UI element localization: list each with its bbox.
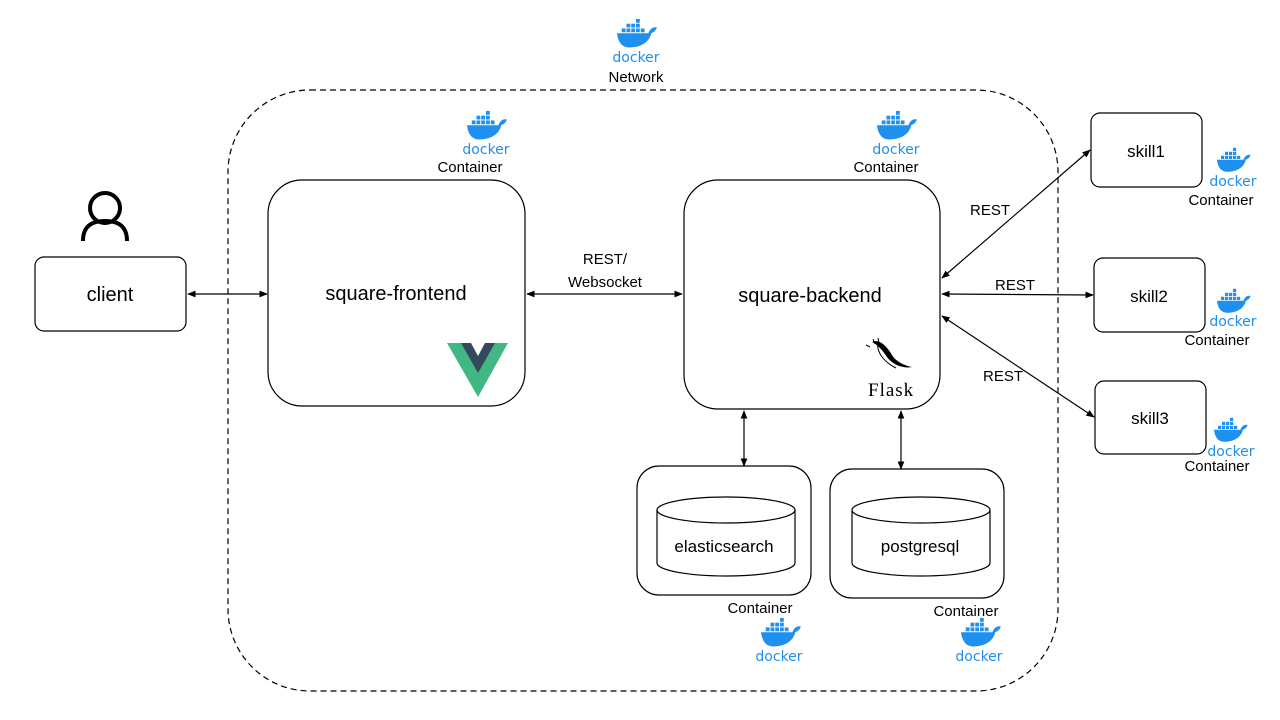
backend-docker-text: docker	[872, 142, 919, 158]
skill2-docker-icon	[1217, 288, 1251, 313]
square-backend-label: square-backend	[738, 285, 881, 307]
skill2-docker-text: docker	[1209, 314, 1256, 330]
skill3-docker-text: docker	[1207, 444, 1254, 460]
skill1-container-label: Container	[1188, 192, 1253, 209]
network-label: Network	[608, 69, 664, 86]
elasticsearch-docker-icon	[761, 617, 801, 647]
elasticsearch-label: elasticsearch	[674, 537, 773, 556]
flask-logo-text: Flask	[868, 380, 914, 401]
postgresql-docker-text: docker	[955, 649, 1002, 665]
network-docker-text: docker	[612, 50, 659, 66]
skill2-node[interactable]	[1093, 257, 1206, 333]
edge-backend-skill2	[941, 290, 1094, 299]
postgresql-container-label: Container	[933, 603, 998, 620]
edge-backend-skill1	[941, 149, 1091, 279]
elasticsearch-container-label: Container	[727, 600, 792, 617]
frontend-docker-text: docker	[462, 142, 509, 158]
elasticsearch-database[interactable]: elasticsearch	[656, 496, 796, 577]
flask-logo-icon: Flask	[865, 337, 914, 401]
client-node[interactable]	[34, 256, 187, 332]
edge-skill3-label: REST	[983, 368, 1023, 385]
frontend-docker-icon	[467, 110, 507, 140]
client-label: client	[87, 284, 134, 306]
skill2-container-label: Container	[1184, 332, 1249, 349]
skill1-docker-icon	[1217, 147, 1251, 172]
skill3-container-label: Container	[1184, 458, 1249, 475]
edge-skill1-label: REST	[970, 202, 1010, 219]
edge-skill2-label: REST	[995, 277, 1035, 294]
user-icon	[81, 191, 129, 242]
skill1-docker-text: docker	[1209, 174, 1256, 190]
square-backend-node[interactable]	[683, 179, 941, 410]
vue-logo-icon	[447, 343, 508, 397]
skill3-label: skill3	[1131, 409, 1169, 428]
skill1-node[interactable]	[1090, 112, 1203, 188]
skill3-docker-icon	[1214, 417, 1248, 442]
edge-backend-skill3	[941, 315, 1095, 418]
postgresql-docker-icon	[961, 617, 1001, 647]
frontend-container-label: Container	[437, 159, 502, 176]
postgresql-database[interactable]: postgresql	[851, 496, 991, 577]
network-docker-icon	[617, 18, 657, 48]
skill2-label: skill2	[1130, 287, 1168, 306]
elasticsearch-docker-text: docker	[755, 649, 802, 665]
backend-docker-icon	[877, 110, 917, 140]
edge-frontend-backend-label-line1: REST/	[583, 251, 628, 268]
edge-frontend-backend-label-line2: Websocket	[568, 274, 643, 291]
square-frontend-label: square-frontend	[325, 283, 466, 305]
skill3-node[interactable]	[1094, 380, 1207, 455]
backend-container-label: Container	[853, 159, 918, 176]
skill1-label: skill1	[1127, 142, 1165, 161]
postgresql-label: postgresql	[881, 537, 959, 556]
